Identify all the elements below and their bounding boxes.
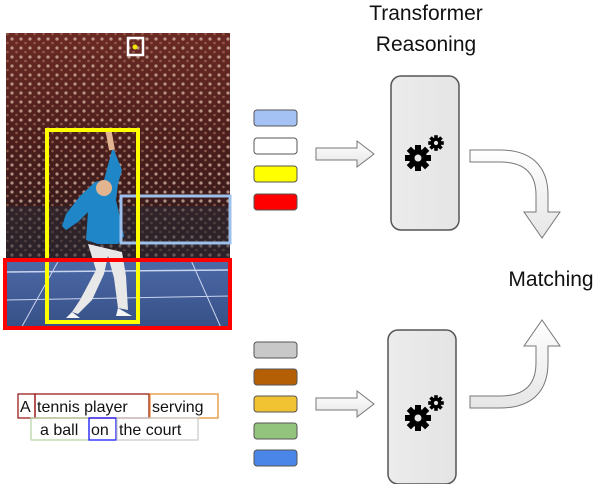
caption-word: A (20, 399, 31, 416)
caption-word: the court (119, 422, 182, 439)
caption-word: on (91, 422, 109, 439)
matching-label: Matching (508, 268, 593, 291)
tennis-photo (6, 33, 230, 330)
arrow-curved-up-icon (470, 320, 560, 408)
feature-token (254, 423, 297, 439)
feature-token (254, 110, 297, 126)
caption-word: serving (152, 399, 204, 416)
transformer-title-line1: Transformer (369, 2, 483, 25)
arrow-right-icon (316, 141, 374, 167)
caption-word: tennis player (37, 399, 128, 416)
arrow-curved-down-icon (470, 150, 560, 238)
caption-word: a ball (40, 422, 78, 439)
feature-token (254, 342, 297, 358)
image-token-stack (254, 110, 297, 210)
feature-token (254, 450, 297, 466)
feature-token (254, 166, 297, 182)
feature-token (254, 194, 297, 210)
transformer-title-line2: Reasoning (376, 33, 476, 56)
feature-token (254, 396, 297, 412)
tennis-ball (133, 45, 138, 50)
arrow-right-icon (316, 391, 374, 417)
caption: A tennis player serving a ball on the co… (18, 394, 218, 440)
text-token-stack (254, 342, 297, 466)
transformer-block-text (388, 330, 456, 484)
feature-token (254, 138, 297, 154)
feature-token (254, 369, 297, 385)
